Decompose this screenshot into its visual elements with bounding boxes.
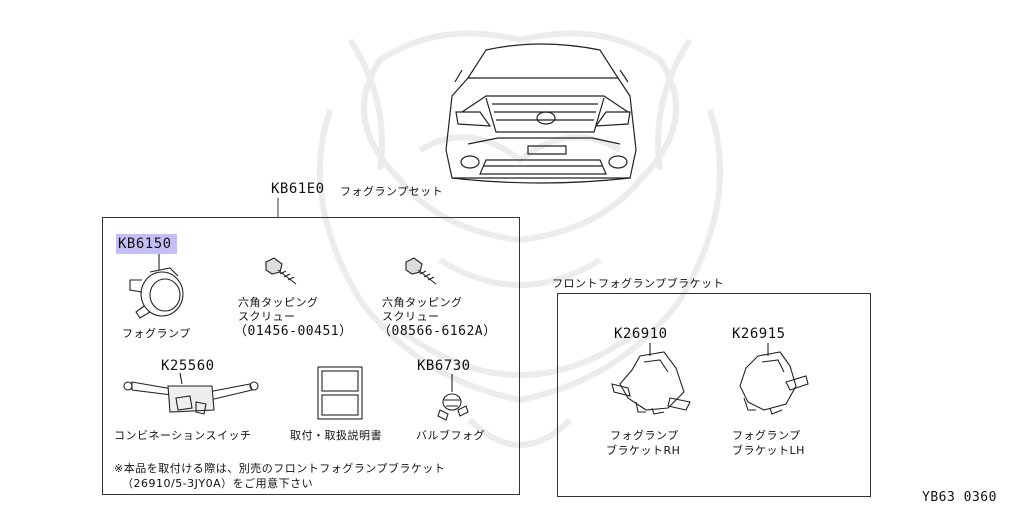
fog-lamp-code-suffix: 0 — [162, 236, 172, 252]
set-code: KB61E0 — [271, 181, 325, 197]
manual-part[interactable] — [0, 0, 363, 420]
bracket-lh-part[interactable] — [0, 0, 809, 415]
screw-2-line2: スクリュー — [382, 310, 440, 323]
screw-2-line1: 六角タッピング — [382, 296, 463, 309]
bulb-code[interactable]: KB6730 — [417, 358, 471, 374]
manual-label: 取付・取扱説明書 — [290, 429, 382, 442]
screw-2-partno[interactable]: （08566-6162A） — [378, 324, 497, 339]
fog-lamp-label: フォグランプ — [122, 327, 191, 340]
fog-lamp-part[interactable] — [0, 0, 184, 319]
combination-switch-part[interactable] — [0, 0, 259, 415]
selected-part-highlight — [116, 234, 177, 254]
screw-1-line1: 六角タッピング — [238, 296, 319, 309]
diagram-id: YB63 0360 — [922, 490, 997, 505]
bracket-lh-line1: フォグランプ — [732, 429, 801, 442]
bracket-rh-line2: ブラケットRH — [606, 444, 681, 457]
screw-1-partno[interactable]: （01456-00451） — [234, 324, 353, 339]
set-leader-line — [277, 198, 279, 217]
bulb-label: バルブフォグ — [416, 429, 485, 442]
fog-lamp-code-prefix: KB615 — [118, 236, 163, 252]
bracket-rh-line1: フォグランプ — [610, 429, 679, 442]
fog-lamp-code[interactable]: KB6150 — [118, 236, 172, 252]
screw-2-part[interactable] — [0, 0, 437, 285]
switch-code[interactable]: K25560 — [161, 358, 215, 374]
fog-lamp-set-box — [102, 217, 520, 495]
screw-1-part[interactable] — [0, 0, 297, 285]
bracket-lh-line2: ブラケットLH — [732, 444, 805, 457]
switch-label: コンビネーションスイッチ — [114, 429, 252, 442]
bulb-part[interactable] — [0, 0, 469, 421]
bracket-rh-part[interactable] — [0, 0, 691, 415]
note-line1: ※本品を取付ける際は、別売のフロントフォグランプブラケット — [114, 462, 446, 475]
bracket-rh-code[interactable]: K26910 — [614, 326, 668, 342]
bracket-box — [557, 293, 871, 497]
note-line2: （26910/5-3JY0A）をご用意下さい — [122, 477, 314, 490]
bracket-lh-code[interactable]: K26915 — [732, 326, 786, 342]
screw-1-line2: スクリュー — [238, 310, 296, 323]
bracket-group-title: フロントフォグランプブラケット — [552, 277, 725, 290]
set-name: フォグランプセット — [340, 185, 444, 198]
